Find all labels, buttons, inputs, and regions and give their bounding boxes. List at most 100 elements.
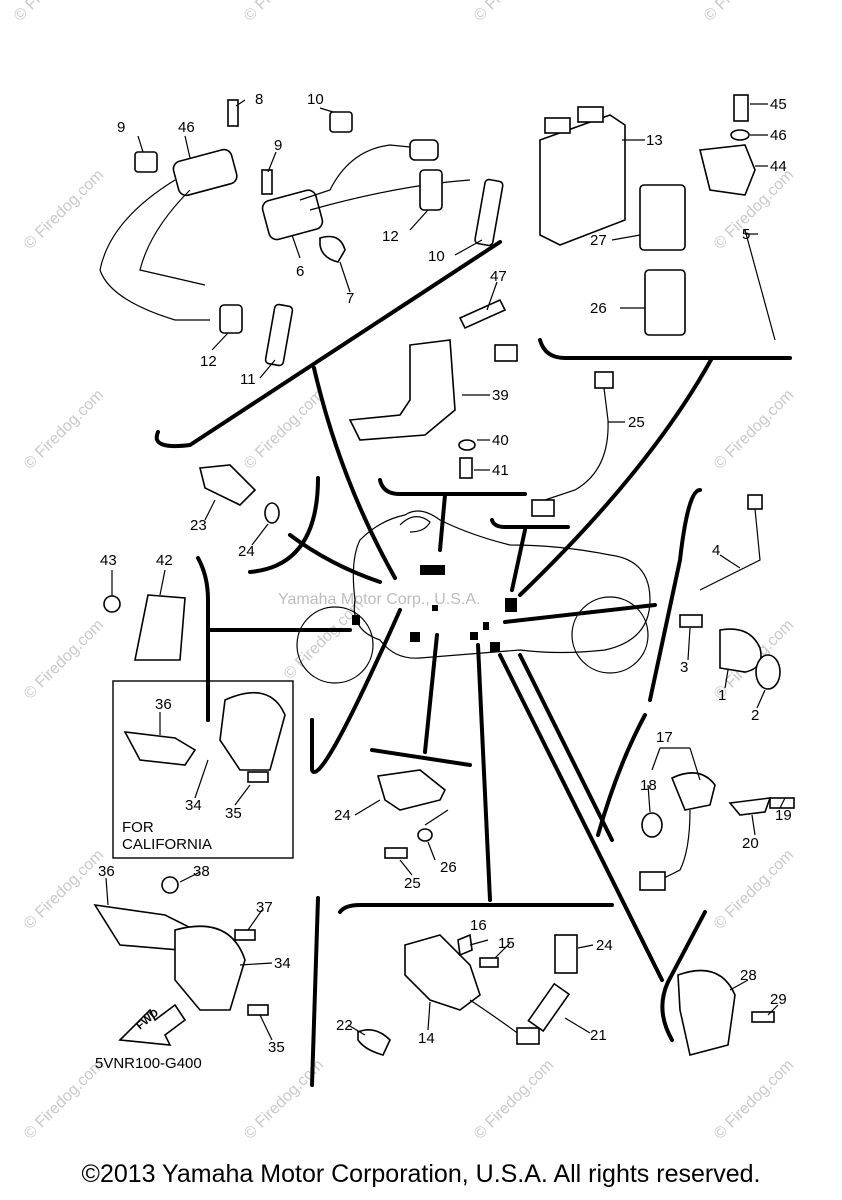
watermark: © Firedog.com [241, 386, 327, 472]
leader-lead [510, 528, 527, 592]
washer-40 [458, 439, 476, 451]
part-label-18: 18 [640, 777, 657, 794]
part-label-36: 36 [155, 696, 172, 713]
plug-cap-12-left [219, 304, 243, 334]
leader-ecu [518, 356, 714, 597]
part-label-46: 46 [770, 127, 787, 144]
ignition-group-bracket [154, 240, 502, 449]
relay-30 [644, 269, 686, 336]
bracket-36-california [123, 731, 197, 766]
wire-left [99, 179, 210, 321]
wire-left-2 [139, 189, 206, 286]
part-label-10: 9 [117, 119, 125, 136]
leader-sensor [438, 493, 447, 552]
o-ring-2 [755, 654, 781, 690]
bracket-44 [699, 144, 756, 196]
clamp-22 [357, 1029, 391, 1056]
bolt-35-lower [247, 1004, 269, 1016]
washer-16 [457, 933, 473, 957]
sensor-17-group-bracket [596, 713, 647, 837]
parts [93, 94, 795, 1056]
part-label-9: 8 [255, 91, 263, 108]
part-label-22: 22 [336, 1017, 353, 1034]
part-label-15: 15 [498, 935, 515, 952]
reflector-group-bracket [196, 556, 210, 722]
watermark: © Firedog.com [711, 386, 797, 472]
california-label-line2: CALIFORNIA [122, 836, 212, 853]
leader-ignition [312, 366, 397, 580]
part-label-30: 26 [590, 300, 607, 317]
cap-top [409, 139, 439, 161]
part-label-21: 21 [590, 1027, 607, 1044]
part-label-29: 25 [628, 414, 645, 431]
main-switch-1 [719, 628, 762, 673]
bolt-37 [234, 929, 256, 941]
starter-relay-wire [469, 999, 521, 1036]
watermark: © Firedog.com [701, 0, 787, 25]
part-label-41: 41 [492, 462, 509, 479]
part-label-42: 42 [156, 552, 173, 569]
part-label-40: 40 [492, 432, 509, 449]
ecu-connector-b [577, 106, 604, 123]
washer-46 [730, 129, 750, 141]
part-label-9: 9 [274, 137, 282, 154]
sensor-group-bracket [378, 478, 527, 496]
horn-34-california [219, 691, 286, 771]
nut-38 [161, 876, 179, 894]
horn-left-bracket [310, 896, 320, 1087]
bolt-9-mid [261, 169, 273, 195]
bolt-25 [384, 847, 408, 859]
part-label-12: 12 [382, 228, 399, 245]
washer-26 [417, 828, 433, 842]
part-number-labels: 46 8 9 9 10 6 7 12 10 12 11 13 27 26 45 … [98, 91, 792, 1056]
part-label-7: 46 [178, 119, 195, 136]
part-label-6: 6 [296, 263, 304, 280]
gasket-28 [264, 502, 280, 524]
part-label-23: 24 [596, 937, 613, 954]
sensor-39 [348, 339, 456, 441]
part-label-11: 11 [240, 371, 256, 388]
sensor-17-connector [639, 871, 666, 891]
watermark: © Firedog.com [471, 0, 557, 25]
cap-10-right [329, 111, 353, 133]
watermark: © Firedog.com [21, 386, 107, 472]
relay-31 [639, 184, 686, 251]
watermark: © Firedog.com [11, 0, 97, 25]
watermark: © Firedog.com [711, 846, 797, 932]
part-label-33: 29 [770, 991, 787, 1008]
part-label-43: 43 [100, 552, 117, 569]
plug-cap-11-left [264, 303, 294, 367]
sensor-24-group-bracket [370, 748, 472, 767]
joint-21 [527, 982, 571, 1033]
part-label-19: 19 [775, 807, 792, 824]
sensor-39-connector [494, 344, 518, 362]
gasket-47 [458, 298, 507, 330]
copyright-notice: ©2013 Yamaha Motor Corporation, U.S.A. A… [81, 1160, 761, 1188]
main-switch-group-bracket [648, 488, 702, 702]
ignition-coil-6 [261, 189, 324, 241]
part-label-35: 35 [225, 805, 242, 822]
lead-29-connector-bottom [531, 499, 555, 517]
horn-34-lower [174, 925, 246, 1011]
part-label-3: 3 [680, 659, 688, 676]
part-label-13: 13 [646, 132, 663, 149]
watermark: © Firedog.com [711, 1056, 797, 1142]
part-label-24: 24 [334, 807, 351, 824]
part-label-8: 7 [346, 290, 354, 307]
bolt-35-california [247, 771, 269, 783]
part-label-28: 24 [238, 543, 255, 560]
part-label-2: 2 [751, 707, 759, 724]
part-label-10: 10 [307, 91, 324, 108]
part-label-31: 27 [590, 232, 607, 249]
wire-right-2 [309, 179, 471, 211]
part-label-12: 12 [200, 353, 217, 370]
lead-4-connector [747, 494, 763, 510]
motorcycle-silhouette [296, 510, 651, 684]
plug-cap-12-right [419, 169, 443, 211]
starter-group-bracket [338, 903, 614, 914]
watermark: © Firedog.com [21, 846, 107, 932]
part-label-36: 36 [98, 863, 115, 880]
ecu-group-bracket [538, 338, 792, 360]
part-label-20: 20 [742, 835, 759, 852]
switch-group-bracket [248, 476, 320, 574]
